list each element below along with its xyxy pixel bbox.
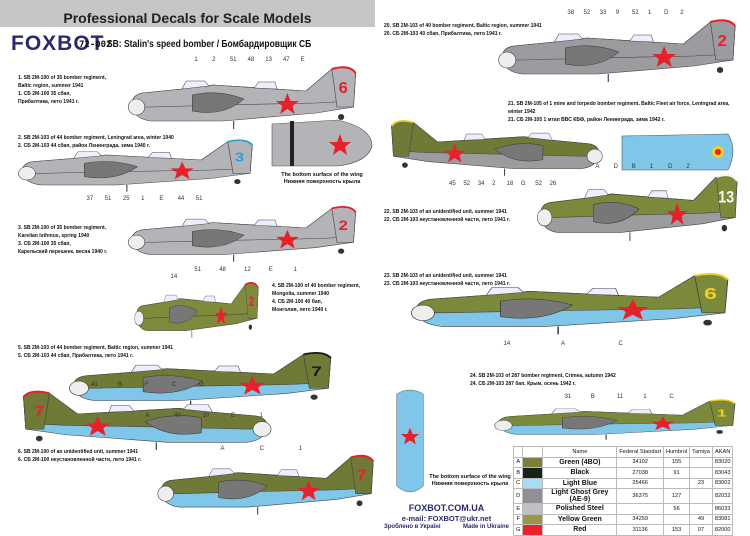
caption-24: 24. SB 2M-103 of 287 bomber regiment, Cr… <box>470 373 616 387</box>
red-star-icon <box>214 305 228 325</box>
tail-number: 7 <box>311 363 322 379</box>
profile-5: 7 <box>60 342 345 422</box>
color-swatch <box>522 477 544 489</box>
tail-number: 2 <box>339 218 348 234</box>
color-swatch <box>522 488 544 504</box>
color-swatch <box>522 456 544 468</box>
red-star-icon <box>652 46 676 67</box>
red-star-icon <box>297 480 320 501</box>
profile-3: 2 <box>120 196 368 276</box>
caption-23: 23. SB 2M-103 of an unidentified unit, s… <box>384 273 510 287</box>
profile-20: 2 <box>490 8 748 98</box>
wing-underside-top-view <box>396 389 424 493</box>
red-star-icon <box>276 229 299 249</box>
tail-number: 13 <box>718 189 734 207</box>
sheet-title: SB: Stalin's speed bomber / Бомбардировщ… <box>107 39 312 50</box>
website[interactable]: FOXBOT.COM.UA <box>408 503 485 513</box>
profile-6: 7 <box>150 444 385 530</box>
profile-21 <box>380 110 610 190</box>
kit-code: 72-002 <box>79 40 112 50</box>
email[interactable]: e-mail: FOXBOT@ukr.net <box>401 514 492 523</box>
red-star-icon <box>85 415 111 436</box>
caption-22: 22. SB 2M-103 of an unidentified unit, s… <box>384 209 510 223</box>
profile-23: 6 <box>400 262 745 350</box>
red-star-icon <box>170 161 194 180</box>
tail-number: 7 <box>357 467 366 484</box>
caption-4: 4. SB 2M-100 of 40 bomber regiment,Mongo… <box>272 283 361 313</box>
red-star-icon <box>617 299 649 320</box>
tail-number: 2 <box>249 293 254 310</box>
tail-detail-21 <box>621 133 734 171</box>
tail-number: 1 <box>717 408 727 420</box>
tail-number: 6 <box>339 79 348 97</box>
red-star-icon <box>400 427 420 445</box>
tail-number: 6 <box>704 286 717 303</box>
color-swatch <box>522 513 544 525</box>
red-star-icon <box>444 143 466 163</box>
color-swatch <box>522 524 544 536</box>
profile-4-tail: 2 <box>130 272 265 352</box>
caption-20: 20. SB 2M-103 of 40 bomber regiment, Bal… <box>384 23 542 37</box>
profile-1: 6 <box>120 55 368 145</box>
caption-3: 3. SB 2M-100 of 35 bomber regiment,Karel… <box>18 225 108 255</box>
red-star-icon <box>276 93 299 114</box>
tail-number: 3 <box>235 150 244 165</box>
wing-underside-view <box>271 119 373 167</box>
color-swatch <box>522 503 544 515</box>
color-swatch <box>522 467 544 479</box>
caption-2: 2. SB 2M-103 of 44 bomber regiment, Leni… <box>18 135 174 149</box>
profile-5-other-side: 7 <box>10 380 280 465</box>
caption-6: 6. SB 2M-100 of an unidentified unit, su… <box>18 449 142 463</box>
red-star-icon <box>667 202 688 225</box>
header-band: Professional Decals for Scale Models <box>0 0 375 27</box>
tagline: Professional Decals for Scale Models <box>63 10 312 26</box>
caption-1: 1. SB 2M-100 of 35 bomber regiment,Balti… <box>18 75 107 105</box>
profile-24: 1 <box>486 392 748 450</box>
brand-logo: FOXBOT <box>11 32 105 55</box>
caption-21: 21. SB 2M-105 of 1 mine and torpedo bomb… <box>508 101 730 123</box>
tail-number: 2 <box>717 32 727 50</box>
red-star-icon <box>650 416 675 431</box>
profile-2: 3 <box>10 130 265 205</box>
red-star-icon <box>239 375 266 395</box>
tail-number: 7 <box>34 402 44 419</box>
profile-22: 13 <box>530 162 748 258</box>
caption-5: 5. SB 2M-103 of 44 bomber regiment, Balt… <box>18 345 174 359</box>
red-star-icon <box>329 134 351 155</box>
